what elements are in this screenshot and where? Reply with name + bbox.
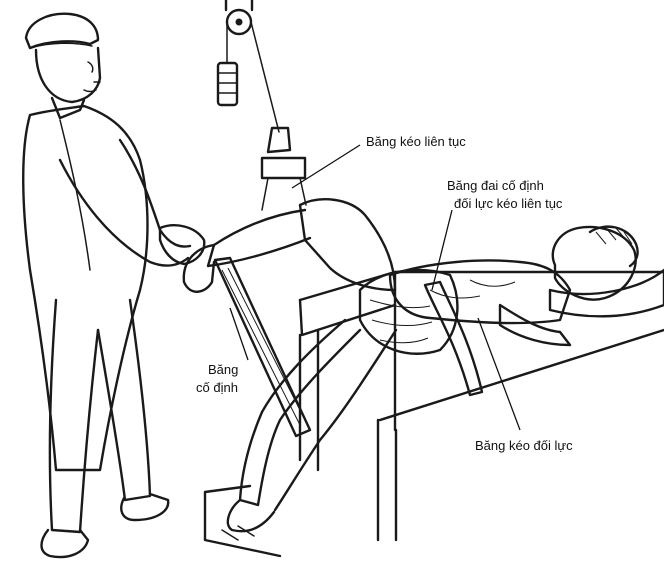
patient-figure bbox=[184, 199, 664, 556]
label-fixation-band-line1: Băng bbox=[208, 362, 238, 378]
label-continuous-traction-band: Băng kéo liên tục bbox=[366, 134, 466, 150]
doctor-figure bbox=[23, 14, 204, 557]
label-counter-belt-line1: Băng đai cố định bbox=[447, 178, 544, 194]
label-fixation-band-line2: cố định bbox=[196, 380, 238, 396]
pulley-assembly bbox=[218, 0, 306, 210]
leader-counter-belt bbox=[432, 210, 452, 290]
leader-continuous-traction bbox=[292, 145, 360, 188]
label-counter-belt-line2: đối lực kéo liên tục bbox=[454, 196, 562, 212]
label-counter-traction-band: Băng kéo đối lực bbox=[475, 438, 573, 454]
leader-counter-traction bbox=[478, 318, 520, 430]
